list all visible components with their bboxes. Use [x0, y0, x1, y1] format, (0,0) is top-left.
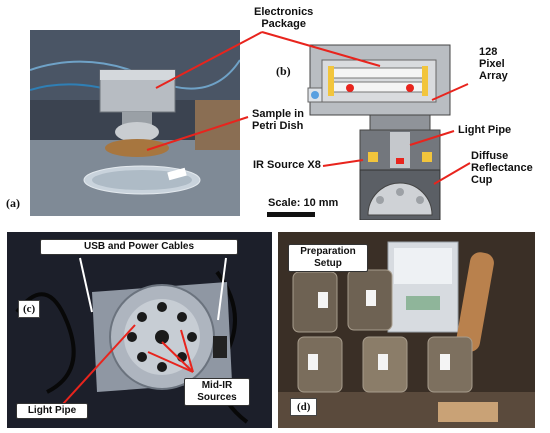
label-light-pipe-b: Light Pipe	[458, 124, 512, 136]
label-light-pipe-c: Light Pipe	[16, 403, 88, 419]
label-scale: Scale: 10 mm	[268, 197, 339, 209]
panel-b-diagram	[300, 40, 470, 220]
panel-label-d: (d)	[290, 398, 318, 416]
label-pixel-array: 128 Pixel Array	[479, 46, 508, 82]
panel-label-b: (b)	[276, 64, 291, 78]
label-diffuse-reflectance-cup: Diffuse Reflectance Cup	[471, 150, 533, 186]
label-electronics-package: Electronics Package	[254, 6, 314, 30]
label-mid-ir-sources: Mid-IR Sources	[184, 378, 250, 406]
panel-b-illustration	[307, 44, 451, 220]
label-usb-power-cables: USB and Power Cables	[40, 239, 238, 255]
scale-bar	[267, 212, 315, 217]
label-sample-petri-dish: Sample in Petri Dish	[252, 108, 304, 132]
label-ir-source: IR Source X8	[253, 159, 321, 171]
panel-label-c: (c)	[18, 300, 41, 318]
panel-label-a: (a)	[6, 196, 20, 210]
panel-d-photo	[278, 232, 535, 428]
label-preparation-setup: Preparation Setup	[288, 244, 368, 272]
panel-d-illustration	[278, 232, 535, 428]
panel-a-illustration	[30, 30, 240, 216]
panel-a-photo	[30, 30, 240, 216]
